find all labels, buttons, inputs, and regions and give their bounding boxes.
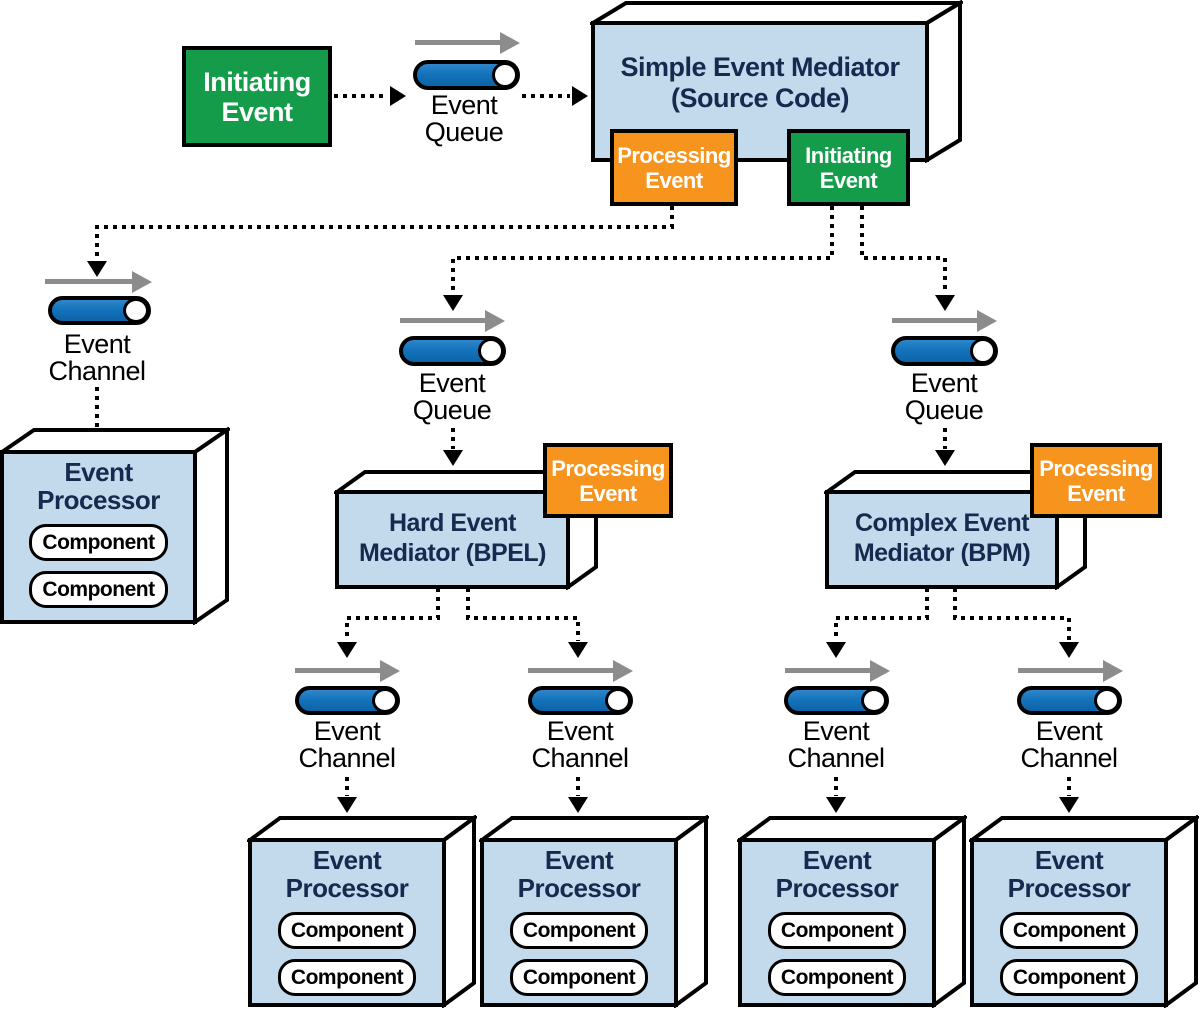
connector-channel-3-to-processor-3 (826, 777, 846, 813)
event-queue-cylinder-icon (891, 336, 998, 366)
event-processor-title: Event Processor (517, 845, 641, 903)
event-processor-content-3: Event Processor Component Component (740, 846, 934, 996)
simple-event-mediator-title: Simple Event Mediator (Source Code) (620, 52, 900, 113)
flow-direction-arrow-icon (415, 31, 520, 54)
connector-initiating-to-middle-queue (443, 206, 834, 311)
event-channel-cylinder-icon (48, 296, 151, 325)
connector-initiating-to-queue (334, 86, 406, 106)
complex-event-mediator-box (824, 469, 1088, 590)
component-pill: Component (509, 912, 649, 949)
component-pill: Component (999, 912, 1139, 949)
event-processor-content-2: Event Processor Component Component (482, 846, 676, 996)
event-processor-title: Event Processor (775, 845, 899, 903)
flow-direction-arrow-icon (528, 659, 633, 682)
event-processor-content-left: Event Processor Component Component (2, 458, 195, 608)
connector-complex-mediator-to-channel-3 (826, 588, 929, 658)
connector-right-queue-to-complex-mediator (935, 428, 955, 466)
component-pill: Component (29, 571, 168, 608)
connector-middle-queue-to-hard-mediator (443, 428, 463, 466)
complex-event-mediator-title: Complex Event Mediator (BPM) (853, 509, 1031, 567)
connector-hard-mediator-to-channel-2 (466, 588, 588, 658)
component-pill: Component (767, 912, 907, 949)
flow-direction-arrow-icon (1018, 659, 1123, 682)
event-channel-cylinder-icon (784, 686, 889, 715)
connector-channel-1-to-processor-1 (337, 777, 357, 813)
component-pill: Component (277, 959, 417, 996)
event-channel-label-left: Event Channel (48, 329, 146, 386)
event-processor-content-4: Event Processor Component Component (972, 846, 1166, 996)
event-channel-label-2: Event Channel (531, 716, 629, 773)
connector-channel-4-to-processor-4 (1059, 777, 1079, 813)
flow-direction-arrow-icon (45, 270, 152, 293)
initiating-event-box-mediator: Initiating Event (787, 129, 910, 206)
event-channel-cylinder-icon (528, 686, 633, 715)
component-pill: Component (277, 912, 417, 949)
event-processor-title: Event Processor (1007, 845, 1131, 903)
event-queue-label-middle: Event Queue (412, 368, 492, 425)
event-processor-title: Event Processor (37, 457, 160, 515)
processing-event-box-hard: Processing Event (543, 443, 673, 518)
connector-processing-to-left-channel (87, 206, 674, 277)
event-queue-cylinder-icon (413, 60, 520, 90)
initiating-event-box-top: Initiating Event (182, 46, 332, 147)
component-pill: Component (29, 524, 168, 561)
flow-direction-arrow-icon (892, 309, 997, 332)
event-channel-cylinder-icon (295, 686, 400, 715)
event-channel-label-3: Event Channel (787, 716, 885, 773)
component-pill: Component (767, 959, 907, 996)
connector-queue-to-simple-mediator (522, 86, 588, 106)
connector-initiating-to-right-queue (860, 206, 955, 311)
processing-event-box-complex: Processing Event (1030, 443, 1162, 518)
flow-direction-arrow-icon (295, 659, 400, 682)
component-pill: Component (509, 959, 649, 996)
hard-event-mediator-title: Hard Event Mediator (BPEL) (359, 509, 546, 567)
flow-direction-arrow-icon (400, 309, 505, 332)
connector-hard-mediator-to-channel-1 (337, 588, 440, 658)
connector-channel-2-to-processor-2 (568, 777, 588, 813)
processing-event-box-top: Processing Event (610, 129, 738, 206)
event-processor-content-1: Event Processor Component Component (250, 846, 444, 996)
flow-direction-arrow-icon (785, 659, 890, 682)
event-channel-label-4: Event Channel (1020, 716, 1118, 773)
component-pill: Component (999, 959, 1139, 996)
event-queue-label-right: Event Queue (904, 368, 984, 425)
event-channel-label-1: Event Channel (298, 716, 396, 773)
event-queue-cylinder-icon (399, 336, 506, 366)
event-queue-label-top: Event Queue (424, 90, 504, 147)
event-channel-cylinder-icon (1017, 686, 1122, 715)
event-processor-title: Event Processor (285, 845, 409, 903)
connector-complex-mediator-to-channel-4 (953, 588, 1079, 658)
